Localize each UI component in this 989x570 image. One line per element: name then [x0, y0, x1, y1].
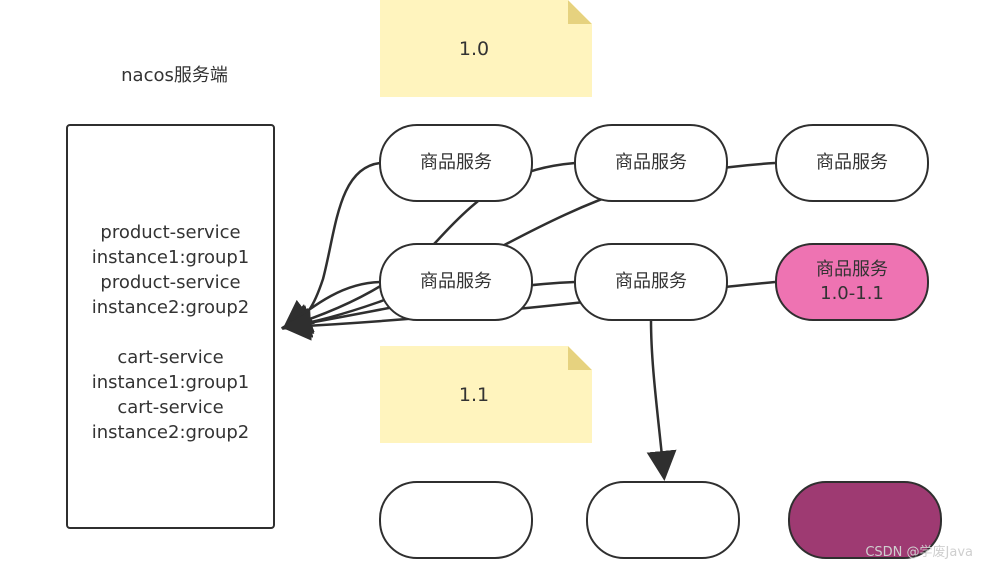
server-instance-list: product-service instance1:group1 product…	[68, 220, 273, 445]
server-title: nacos服务端	[121, 65, 228, 86]
service-node-middle-left: 商品服务	[379, 243, 533, 321]
server-line-9: instance2:group2	[91, 422, 250, 443]
version-note-top: 1.0	[380, 0, 592, 97]
service-node-bottom-left-empty	[379, 481, 533, 559]
version-note-bottom-label: 1.1	[458, 383, 490, 406]
service-node-top-right-label: 商品服务	[816, 152, 888, 173]
service-node-top-left-label: 商品服务	[420, 152, 492, 173]
connector-mid-middle-to-bottom	[646, 319, 677, 481]
service-node-bottom-right-dark	[788, 481, 942, 559]
service-node-middle-center-label: 商品服务	[615, 271, 687, 292]
server-line-3: product-service	[100, 272, 241, 293]
server-line-4: instance2:group2	[91, 297, 250, 318]
server-line-spacer	[68, 320, 273, 345]
server-line-2: instance1:group1	[91, 247, 250, 268]
server-line-7: instance1:group1	[91, 372, 250, 393]
server-line-8: cart-service	[117, 397, 224, 418]
connector-top-left-to-server	[281, 161, 381, 333]
nacos-server-box: product-service instance1:group1 product…	[66, 124, 275, 529]
service-node-middle-right-label: 商品服务 1.0-1.1	[816, 259, 888, 304]
service-node-top-middle-label: 商品服务	[615, 152, 687, 173]
service-node-middle-right-highlight: 商品服务 1.0-1.1	[775, 243, 929, 321]
service-node-top-right: 商品服务	[775, 124, 929, 202]
service-node-top-left: 商品服务	[379, 124, 533, 202]
version-note-top-label: 1.0	[458, 37, 490, 60]
service-node-middle-left-label: 商品服务	[420, 271, 492, 292]
server-line-6: cart-service	[117, 347, 224, 368]
service-node-top-middle: 商品服务	[574, 124, 728, 202]
server-line-1: product-service	[100, 222, 241, 243]
service-node-bottom-middle-empty	[586, 481, 740, 559]
watermark: CSDN @学废Java	[865, 545, 973, 560]
version-note-bottom: 1.1	[380, 346, 592, 443]
service-node-middle-center: 商品服务	[574, 243, 728, 321]
connector-mid-left-to-server	[282, 280, 381, 331]
